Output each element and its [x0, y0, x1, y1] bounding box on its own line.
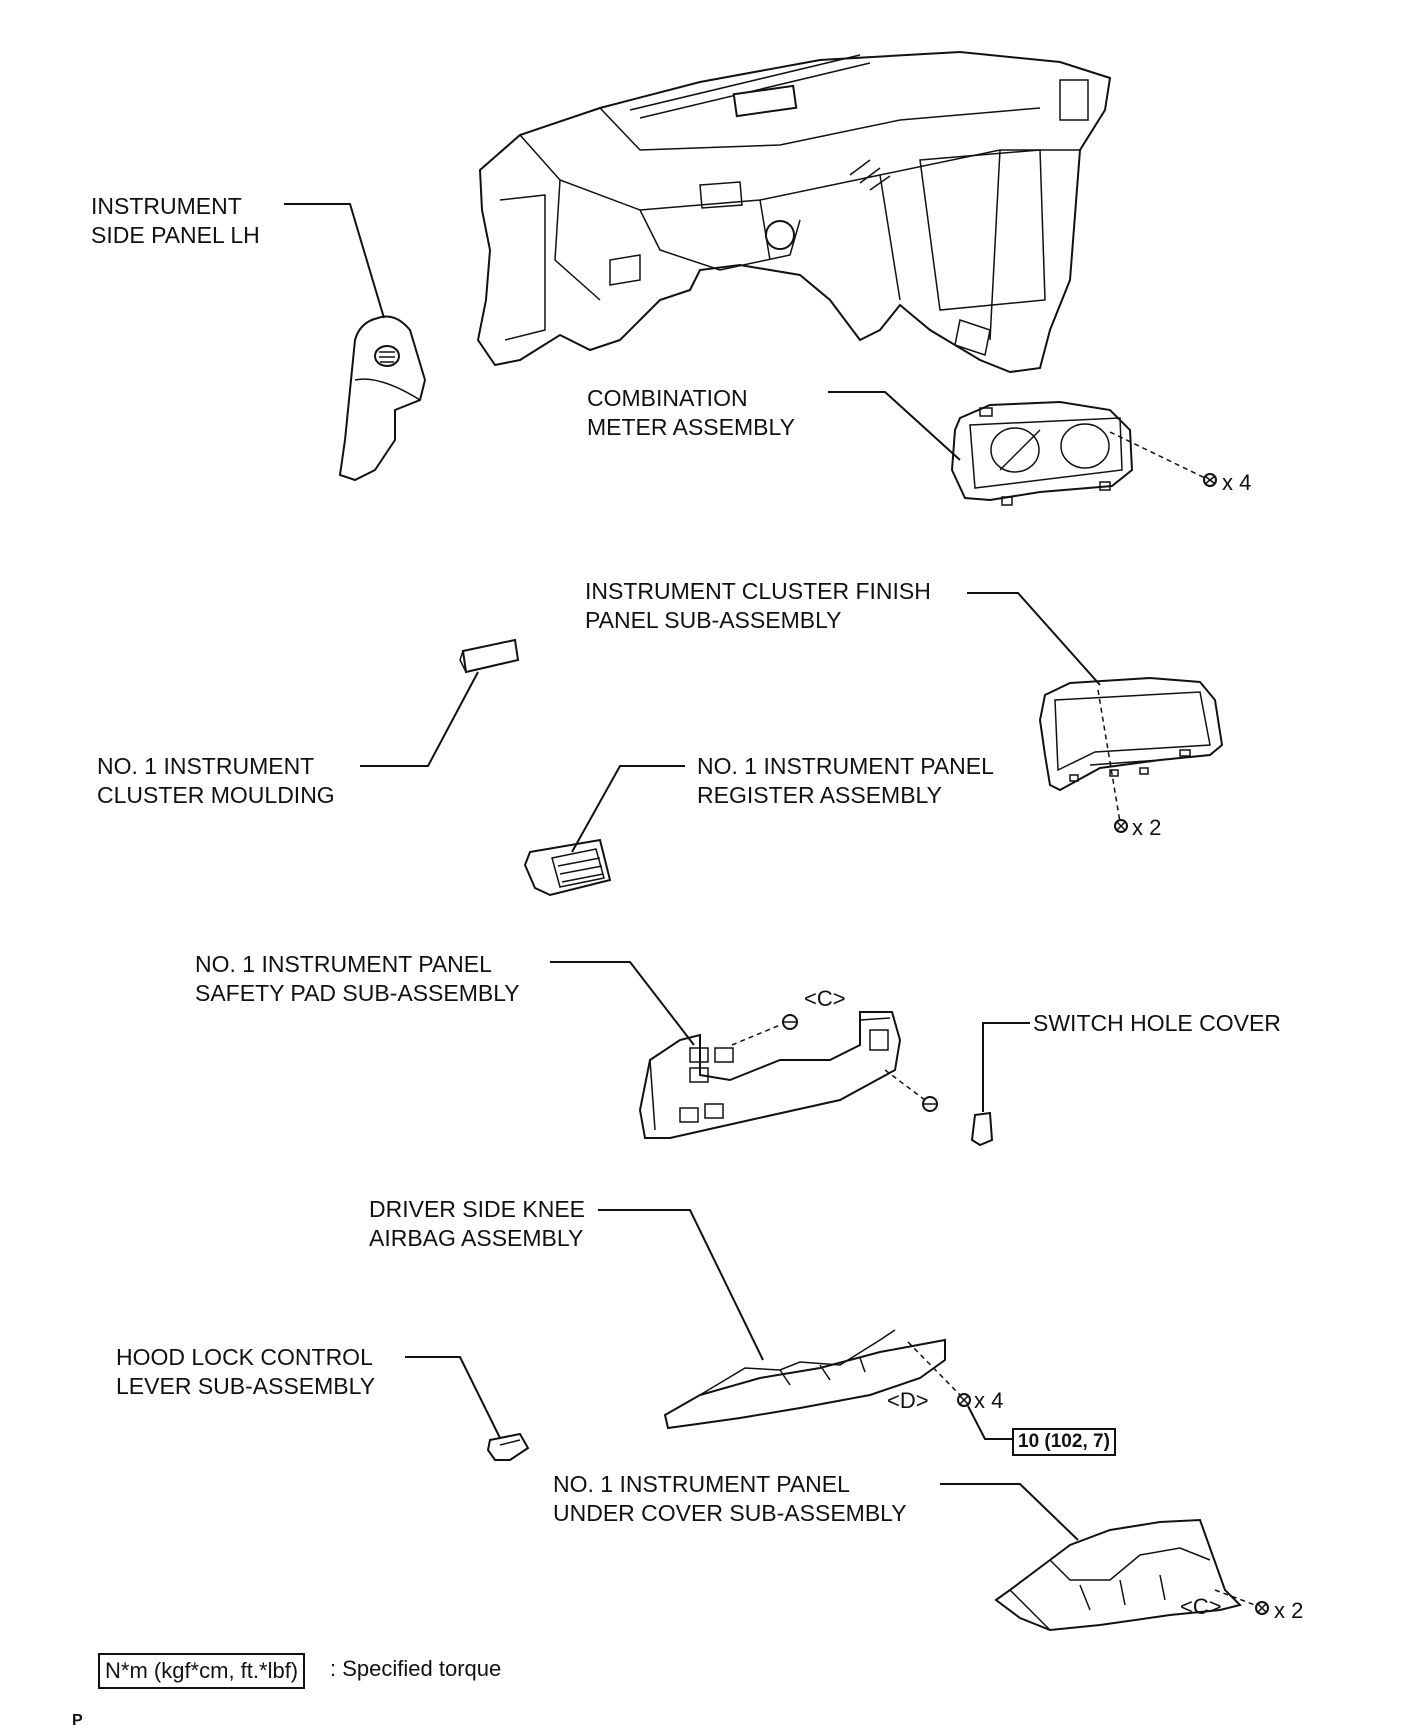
label-instrument-side-panel-lh: INSTRUMENT SIDE PANEL LH	[91, 192, 260, 250]
under-cover-illustration	[994, 1518, 1242, 1632]
label-knee-airbag: DRIVER SIDE KNEE AIRBAG ASSEMBLY	[369, 1195, 585, 1253]
label-line: NO. 1 INSTRUMENT PANEL	[553, 1471, 850, 1497]
label-line: UNDER COVER SUB-ASSEMBLY	[553, 1500, 907, 1526]
combination-meter-illustration	[950, 400, 1134, 506]
fastener-count-finish-panel: x 2	[1132, 815, 1162, 840]
label-line: SIDE PANEL LH	[91, 222, 260, 248]
side-panel-lh-illustration	[338, 315, 427, 482]
label-line: AIRBAG ASSEMBLY	[369, 1225, 584, 1251]
bolt-knee-airbag	[957, 1393, 971, 1407]
hood-lock-lever-illustration	[486, 1432, 530, 1461]
label-line: NO. 1 INSTRUMENT	[97, 753, 315, 779]
label-line: METER ASSEMBLY	[587, 414, 795, 440]
screw-under-cover	[1255, 1601, 1269, 1615]
clip-safety-pad-lower	[922, 1096, 938, 1112]
label-line: CLUSTER MOULDING	[97, 782, 335, 808]
legend-specified-torque: : Specified torque	[330, 1656, 502, 1681]
label-safety-pad: NO. 1 INSTRUMENT PANEL SAFETY PAD SUB-AS…	[195, 950, 520, 1008]
label-line: HOOD LOCK CONTROL	[116, 1344, 373, 1370]
callout-c-under-cover: <C>	[1180, 1594, 1222, 1619]
label-line: REGISTER ASSEMBLY	[697, 782, 942, 808]
label-line: PANEL SUB-ASSEMBLY	[585, 607, 842, 633]
callout-c-safety-pad: <C>	[804, 986, 846, 1011]
knee-airbag-illustration	[663, 1329, 946, 1430]
label-line: LEVER SUB-ASSEMBLY	[116, 1373, 376, 1399]
fastener-count-meter: x 4	[1222, 470, 1252, 495]
label-register-assembly: NO. 1 INSTRUMENT PANEL REGISTER ASSEMBLY	[697, 752, 994, 810]
clip-safety-pad-upper	[782, 1014, 798, 1030]
fastener-count-knee-airbag: x 4	[974, 1388, 1004, 1413]
cluster-finish-panel-illustration	[1038, 676, 1224, 792]
label-under-cover: NO. 1 INSTRUMENT PANEL UNDER COVER SUB-A…	[553, 1470, 907, 1528]
label-line: SAFETY PAD SUB-ASSEMBLY	[195, 980, 520, 1006]
label-line: COMBINATION	[587, 385, 748, 411]
label-line: INSTRUMENT	[91, 193, 242, 219]
label-line: NO. 1 INSTRUMENT PANEL	[195, 951, 492, 977]
label-line: DRIVER SIDE KNEE	[369, 1196, 585, 1222]
safety-pad-illustration	[638, 1011, 902, 1139]
label-instrument-cluster-finish-panel: INSTRUMENT CLUSTER FINISH PANEL SUB-ASSE…	[585, 577, 931, 635]
label-cluster-moulding: NO. 1 INSTRUMENT CLUSTER MOULDING	[97, 752, 335, 810]
screw-finish-panel	[1114, 819, 1128, 833]
label-combination-meter-assembly: COMBINATION METER ASSEMBLY	[587, 384, 795, 442]
switch-hole-cover-illustration	[970, 1111, 994, 1147]
label-line: NO. 1 INSTRUMENT PANEL	[697, 753, 994, 779]
fastener-count-under-cover: x 2	[1274, 1598, 1304, 1623]
callout-d-knee-airbag: <D>	[887, 1388, 929, 1413]
cluster-moulding-illustration	[459, 638, 520, 674]
label-hood-lock-lever: HOOD LOCK CONTROL LEVER SUB-ASSEMBLY	[116, 1343, 375, 1401]
legend-torque-unit-box: N*m (kgf*cm, ft.*lbf)	[98, 1653, 306, 1689]
torque-spec-box: 10 (102, 7)	[1012, 1428, 1116, 1456]
screw-meter	[1203, 473, 1217, 487]
label-line: INSTRUMENT CLUSTER FINISH	[585, 578, 931, 604]
page-marker: P	[72, 1712, 83, 1729]
register-illustration	[523, 838, 612, 897]
instrument-panel-illustration	[476, 50, 1112, 374]
label-switch-hole-cover: SWITCH HOLE COVER	[1033, 1010, 1281, 1036]
